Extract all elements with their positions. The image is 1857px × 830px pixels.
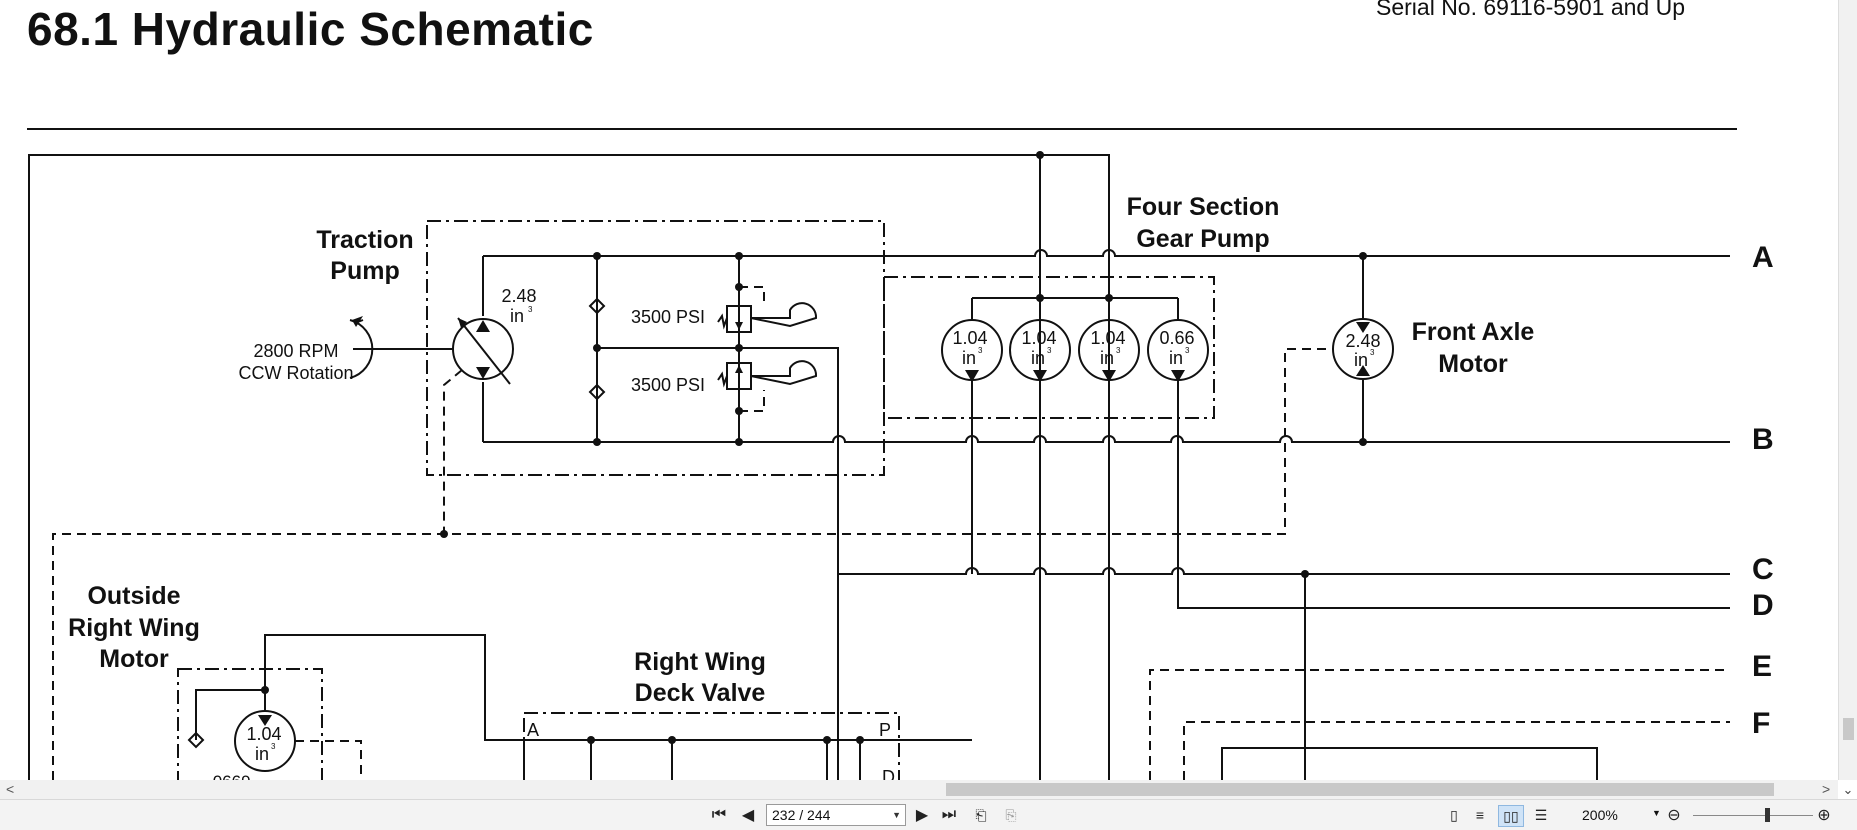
svg-text:3: 3 (978, 346, 983, 355)
scroll-left-icon[interactable]: < (6, 781, 15, 797)
gear-pump-label-2: Gear Pump (1136, 225, 1269, 253)
rotation-note: CCW Rotation (238, 363, 353, 383)
next-page-icon[interactable]: ▶ (915, 807, 929, 824)
last-page-icon[interactable]: ⏭ (941, 806, 957, 823)
serial-number: Serial No. 69116-5901 and Up (1376, 0, 1686, 20)
horizontal-scrollbar[interactable]: < > (0, 780, 1838, 799)
previous-page-icon[interactable]: ◀ (741, 807, 755, 824)
zoom-out-icon[interactable]: ⊖ (1667, 807, 1681, 824)
wing-motor-label-2: Right Wing (68, 614, 200, 642)
first-page-icon[interactable]: ⏮ (711, 806, 727, 823)
page-dropdown-icon[interactable]: ▼ (892, 810, 901, 820)
page-title: 68.1 Hydraulic Schematic (27, 3, 594, 55)
front-axle-motor-displacement: 2.48 (1345, 331, 1380, 351)
port-f-label: F (1752, 707, 1770, 740)
zoom-level[interactable]: 200% (1582, 807, 1618, 823)
wing-motor-displacement: 1.04 (246, 724, 281, 744)
port-c-label: C (1752, 553, 1774, 586)
svg-text:in: in (1354, 350, 1368, 370)
wing-motor-label-3: Motor (99, 645, 169, 673)
vertical-scroll-thumb[interactable] (1843, 718, 1854, 740)
svg-text:3: 3 (528, 305, 533, 314)
traction-pump-label-1: Traction (316, 226, 413, 254)
relief-valve-1-label: 3500 PSI (631, 307, 705, 327)
outer-loop-line (28, 154, 1110, 780)
line-b (483, 435, 1730, 443)
port-e-label: E (1752, 650, 1772, 683)
port-a-label: A (1752, 241, 1774, 274)
scroll-right-icon[interactable]: > (1822, 781, 1831, 797)
orifice-label: .0669 (208, 772, 251, 780)
gear-section-2-value: 1.04 (1021, 328, 1056, 348)
front-axle-motor-label-2: Motor (1438, 350, 1508, 378)
svg-text:in: in (962, 348, 976, 368)
two-page-continuous-icon[interactable]: ☰ (1534, 806, 1548, 823)
deck-valve-label-2: Deck Valve (635, 679, 766, 707)
svg-text:3: 3 (271, 742, 276, 751)
svg-text:in: in (255, 744, 269, 764)
zoom-in-icon[interactable]: ⊕ (1817, 807, 1831, 824)
zoom-dropdown-icon[interactable]: ▼ (1652, 808, 1661, 818)
continuous-view-icon[interactable]: ≡ (1475, 807, 1485, 823)
gear-section-3-value: 1.04 (1090, 328, 1125, 348)
two-page-view-icon[interactable]: ▯▯ (1498, 805, 1524, 827)
bottom-toolbar: ⏮ ◀ 232 / 244 ▼ ▶ ⏭ ⎗ ⎘ ▯ ≡ ▯▯ ☰ 200% ▼ … (0, 799, 1857, 830)
zoom-slider-thumb[interactable] (1765, 808, 1770, 822)
deck-valve-port-p: P (879, 720, 891, 740)
page-number-input[interactable]: 232 / 244 ▼ (766, 804, 906, 826)
zoom-slider[interactable] (1693, 815, 1813, 816)
svg-text:in: in (1169, 348, 1183, 368)
go-back-icon[interactable]: ⎗ (975, 806, 987, 823)
single-page-view-icon[interactable]: ▯ (1450, 806, 1458, 823)
svg-text:3: 3 (1185, 346, 1190, 355)
svg-text:3: 3 (1116, 346, 1121, 355)
page-indicator: 232 / 244 (772, 807, 831, 823)
vertical-scrollbar[interactable] (1838, 0, 1857, 780)
gear-pump-label-1: Four Section (1127, 193, 1280, 221)
header-rule (27, 128, 1737, 130)
document-view: 68.1 Hydraulic Schematic Serial No. 6911… (27, 0, 1774, 780)
svg-text:in: in (1100, 348, 1114, 368)
port-b-label: B (1752, 423, 1774, 456)
hydraulic-schematic: Traction Pump 2.48 in 3 2800 RPM CCW Rot… (28, 151, 1774, 780)
rpm-note: 2800 RPM (253, 341, 338, 361)
front-axle-motor-symbol (1332, 318, 1394, 380)
svg-text:in: in (510, 306, 524, 326)
wing-motor-boundary (177, 668, 323, 780)
front-axle-motor-label-1: Front Axle (1412, 318, 1535, 346)
gear-pump-boundary (883, 276, 1215, 419)
go-forward-icon[interactable]: ⎘ (1005, 806, 1017, 823)
wing-motor-label-1: Outside (87, 582, 180, 610)
svg-text:in: in (1031, 348, 1045, 368)
line-a (483, 249, 1730, 257)
deck-valve-port-a: A (527, 720, 539, 740)
scroll-down-icon[interactable]: ⌄ (1842, 782, 1854, 797)
port-d-label: D (1752, 589, 1774, 622)
gear-section-1-value: 1.04 (952, 328, 987, 348)
traction-pump-label-2: Pump (330, 257, 399, 285)
traction-pump-boundary (426, 220, 885, 476)
gear-section-4-value: 0.66 (1159, 328, 1194, 348)
horizontal-scroll-thumb[interactable] (946, 783, 1774, 796)
relief-valve-2-label: 3500 PSI (631, 375, 705, 395)
deck-valve-boundary (523, 712, 900, 780)
deck-valve-port-d: D (882, 767, 895, 780)
deck-valve-label-1: Right Wing (634, 648, 766, 676)
traction-pump-displacement: 2.48 (501, 286, 536, 306)
svg-text:3: 3 (1047, 346, 1052, 355)
svg-text:3: 3 (1370, 348, 1375, 357)
